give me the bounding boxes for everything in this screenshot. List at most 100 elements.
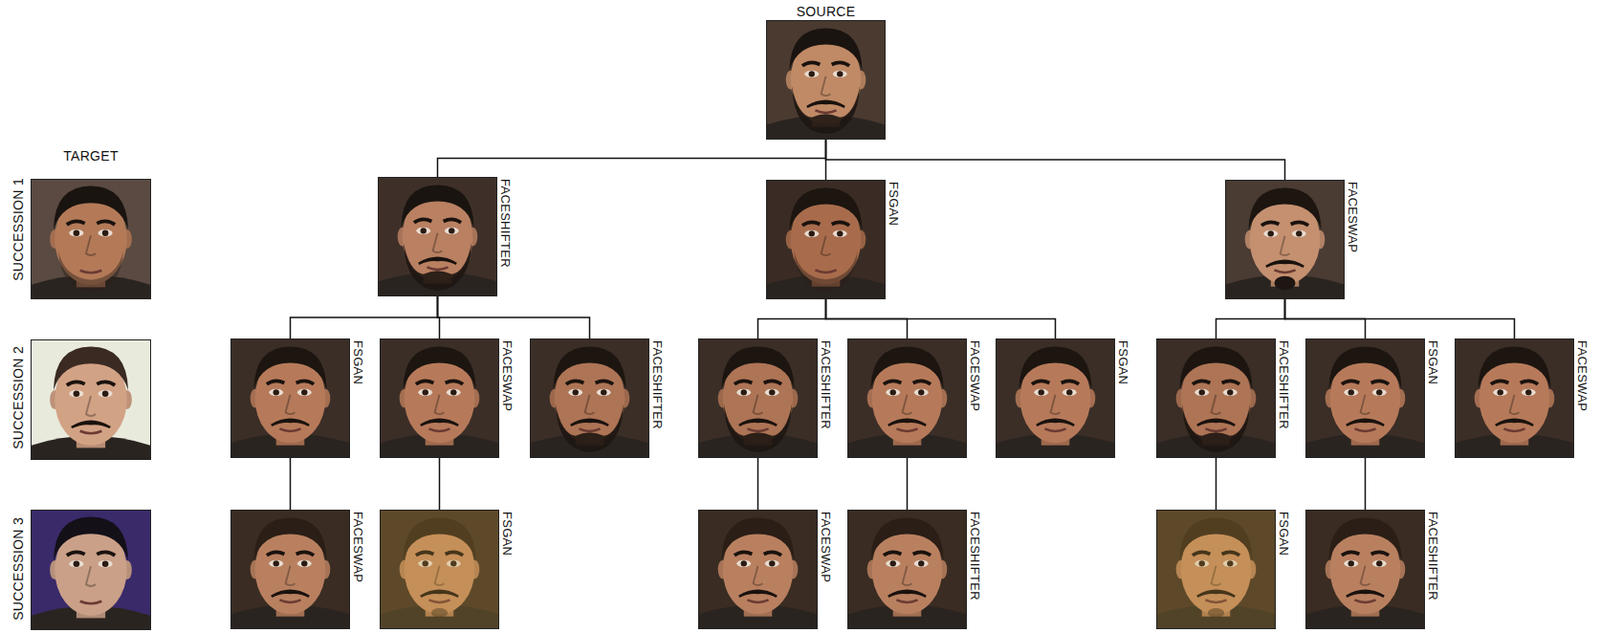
face-mouth [746, 599, 768, 602]
face-iris [768, 560, 775, 567]
face-iris [1348, 560, 1355, 567]
method-label: FSGAN [1117, 340, 1130, 385]
face-eye [417, 389, 433, 396]
face-background [1455, 339, 1574, 458]
face-mouth [1354, 599, 1376, 602]
face-brow [832, 221, 850, 225]
face-hair [721, 517, 794, 560]
face-nose [1051, 394, 1061, 415]
face-mustache [1346, 591, 1384, 597]
target-border [31, 510, 152, 631]
face-hair [253, 517, 327, 560]
face-mouth [80, 601, 103, 605]
row-label: SUCCESSION 1 [11, 177, 25, 282]
face-illustration [1306, 339, 1425, 458]
face-eye [1033, 389, 1049, 396]
face-eye [1292, 230, 1307, 238]
face-mouth [896, 599, 918, 602]
method-label: FSGAN [351, 340, 365, 385]
face-background [1157, 339, 1275, 458]
face-brow [1490, 380, 1509, 384]
row-label: SUCCESSION 2 [11, 346, 25, 450]
face-brow [802, 62, 820, 66]
face-goatee [1273, 276, 1295, 291]
face-iris [1525, 389, 1532, 395]
face-background [231, 510, 350, 629]
face-mouth [279, 599, 301, 602]
face-illustration [380, 339, 499, 458]
face-hair [789, 187, 862, 230]
face-hair [870, 346, 943, 389]
face-nose [1360, 566, 1371, 586]
face-mustache [739, 419, 777, 426]
face-stubble [58, 251, 124, 293]
face-brow [1291, 221, 1309, 225]
face-nose [585, 394, 595, 415]
face-image-box: FACESHIFTER [1156, 338, 1276, 459]
face-image-box: SOURCE [766, 20, 886, 140]
face-image-box: FACESHIFTER [1305, 509, 1425, 630]
face-eye [98, 229, 113, 238]
method-label: FACESWAP [351, 511, 365, 583]
face-eye [765, 389, 780, 396]
face-illustration [699, 510, 817, 629]
face-iris [73, 560, 81, 568]
face-mouth [814, 269, 836, 272]
tree-connector [438, 296, 591, 339]
method-label: FACESWAP [819, 511, 833, 583]
face-image-box: FACESHIFTER [698, 338, 818, 459]
face-image-box: FSGAN [1305, 338, 1425, 459]
face-mustache [807, 101, 845, 108]
tree-connector [758, 299, 827, 339]
face-brow [883, 551, 901, 555]
face-brow [296, 551, 314, 555]
face-illustration [996, 339, 1115, 458]
target-face [30, 509, 152, 631]
face-background [1306, 339, 1425, 458]
face-nose [902, 394, 913, 415]
face-iris [1227, 389, 1233, 395]
face-mustache [1036, 419, 1074, 426]
face-nose [1360, 394, 1371, 415]
face-iris [741, 389, 747, 395]
face-background [378, 177, 497, 296]
face-eye [444, 227, 460, 235]
face-mouth [1044, 428, 1066, 431]
face-eye [268, 389, 284, 396]
face-brow [802, 221, 820, 225]
face-iris [420, 227, 427, 234]
face-tint [380, 510, 499, 629]
face-image-box: FSGAN [379, 509, 500, 630]
face-background [699, 339, 817, 458]
face-iris [1038, 389, 1045, 395]
face-iris [102, 390, 110, 397]
tree-connector [757, 458, 760, 510]
face-iris [1376, 560, 1382, 567]
face-background [699, 510, 817, 629]
face-hair [53, 347, 129, 391]
face-brow [66, 381, 86, 386]
face-image-box: FACESHIFTER [847, 509, 967, 630]
face-iris [102, 560, 110, 568]
face-mouth [1205, 428, 1227, 431]
face-brow [1371, 551, 1389, 555]
face-nose [753, 394, 764, 415]
face-eye [765, 560, 780, 568]
face-eye [914, 560, 929, 568]
face-brow [883, 380, 901, 384]
row-label: SUCCESSION 3 [11, 517, 25, 621]
face-brow [1061, 380, 1079, 384]
face-iris [918, 389, 924, 395]
face-brow [266, 380, 285, 384]
face-background [996, 339, 1115, 458]
face-mustache [739, 591, 777, 597]
face-hair [400, 184, 474, 227]
face-background [848, 339, 966, 458]
face-nose [821, 76, 832, 96]
face-mustache [888, 419, 926, 426]
face-background [231, 339, 350, 458]
face-eye [885, 389, 900, 396]
face-iris [448, 227, 455, 234]
method-label: FACESHIFTER [968, 511, 982, 601]
face-mouth [746, 428, 768, 431]
